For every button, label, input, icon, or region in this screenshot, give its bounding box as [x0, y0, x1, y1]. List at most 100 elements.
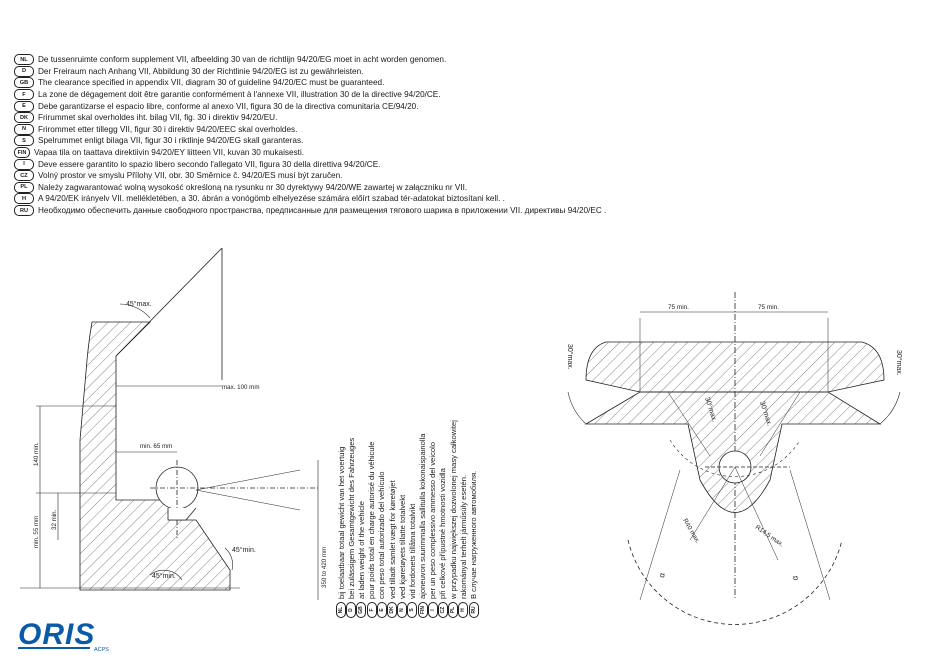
front-view-diagram — [567, 292, 901, 625]
language-code-badge: FIN — [14, 147, 30, 159]
language-code-badge: E — [14, 100, 34, 112]
language-code-badge: NL — [14, 54, 34, 66]
label-alpha-left: α — [657, 572, 667, 578]
language-code-badge: N — [397, 602, 408, 618]
statement-row: GB The clearance specified in appendix VI… — [14, 77, 944, 89]
language-code-badge: F — [366, 602, 377, 618]
language-code-badge: S — [407, 602, 418, 618]
label-angle-right: 45°min. — [232, 546, 256, 554]
language-code-badge: N — [14, 123, 34, 135]
label-angle-top: 45°max. — [126, 300, 152, 308]
language-code-badge: D — [346, 602, 357, 618]
language-code-badge: CZ — [14, 170, 34, 182]
statement-text: Volný prostor ve smyslu Přílohy VII, obr… — [38, 171, 343, 181]
language-code-badge: RU — [14, 205, 34, 217]
language-code-badge: NL — [336, 602, 347, 618]
load-note-row: NL bij toelaatbaar totaal gewicht van het… — [336, 420, 347, 618]
label-min-140: 140 min. — [33, 442, 40, 466]
language-code-badge: PL — [14, 181, 34, 193]
load-note-text: ved tilladt samlet vægt for køretøjet — [387, 480, 397, 599]
statement-row: N Frirommet etter tillegg VII, figur 30 i… — [14, 123, 944, 136]
language-code-badge: E — [376, 602, 387, 618]
language-code-badge: H — [14, 193, 34, 205]
language-code-badge: DK — [14, 112, 34, 124]
statement-text: Deve essere garantito lo spazio libero s… — [38, 159, 381, 169]
language-code-badge: DK — [387, 602, 398, 618]
load-note-text: vid fordonets tillåtna totalvikt — [407, 503, 417, 599]
language-code-badge: RU — [468, 602, 479, 618]
load-note-row: DK ved tilladt samlet vægt for køretøjet — [387, 420, 398, 618]
oris-logo: ORIS ACPS — [16, 618, 126, 659]
load-note-text: při celkové přípustné hmotnosti vozidla — [438, 468, 448, 599]
load-note-text: В случае нагруженного автомобиля. — [469, 470, 479, 599]
label-radius-145: R14,5 max. — [754, 524, 785, 549]
statement-row: CZ Volný prostor ve smyslu Přílohy VII, o… — [14, 170, 944, 182]
label-min-32: 32 min. — [51, 509, 58, 530]
label-left-75: 75 min. — [668, 304, 689, 311]
statement-text: Необходимо обеспечить данные свободного … — [38, 206, 607, 216]
statement-text: A 94/20/EK irányelv VII. mellékletében, … — [38, 194, 505, 204]
load-note-row: CZ při celkové přípustné hmotnosti vozidl… — [437, 420, 448, 618]
load-note-row: FIN ajoneuvon suurimmalla sallitulla koko… — [417, 420, 428, 618]
logo-brand: ORIS — [18, 618, 95, 651]
statement-text: Der Freiraum nach Anhang VII, Abbildung … — [38, 66, 364, 76]
load-note-row: RU В случае нагруженного автомобиля. — [468, 420, 479, 618]
oris-logo-icon: ORIS ACPS — [18, 618, 109, 653]
statement-text: La zone de dégagement doit être garantie… — [38, 90, 441, 100]
statement-text: Frirummet skal overholdes iht. bilag VII… — [38, 113, 278, 123]
language-code-badge: CZ — [437, 602, 448, 618]
statement-row: E Debe garantizarse el espacio libre, con… — [14, 100, 944, 112]
statement-row: RU Необходимо обеспечить данные свободног… — [14, 205, 944, 217]
statement-text: De tussenruimte conform supplement VII, … — [38, 55, 447, 65]
label-angle-bottom: 45°min. — [152, 572, 176, 580]
language-code-badge: PL — [448, 602, 459, 618]
language-code-badge: F — [14, 89, 34, 101]
statement-row: H A 94/20/EK irányelv VII. mellékletében,… — [14, 193, 944, 205]
statement-row: S Spelrummet enligt bilaga VII, figur 30 … — [14, 135, 944, 147]
statement-row: D Der Freiraum nach Anhang VII, Abbildung… — [14, 65, 944, 78]
language-code-badge: S — [14, 135, 34, 147]
load-note-text: per un peso complessivo ammesso del veic… — [428, 441, 438, 599]
language-code-badge: I — [427, 602, 438, 618]
language-code-badge: FIN — [417, 602, 428, 618]
language-code-badge: D — [14, 65, 34, 77]
language-code-badge: GB — [14, 77, 34, 89]
label-max-100: max. 100 mm — [222, 384, 259, 391]
statement-text: Debe garantizarse el espacio libre, conf… — [38, 101, 419, 111]
statement-row: NL De tussenruimte conform supplement VII… — [14, 54, 944, 66]
load-note-text: bij toelaatbaar totaal gewicht van het v… — [336, 446, 346, 599]
side-view-diagram — [20, 247, 320, 600]
label-right-75: 75 min. — [758, 304, 779, 311]
language-code-badge: H — [458, 602, 469, 618]
load-note-row: PL w przypadku największej dozwolonej mas… — [448, 420, 459, 618]
load-note-text: at laden weight of the vehicle — [356, 501, 366, 599]
statement-text: Frirommet etter tillegg VII, figur 30 i … — [38, 124, 298, 134]
statement-text: Spelrummet enligt bilaga VII, figur 30 i… — [38, 136, 304, 146]
language-code-badge: GB — [356, 602, 367, 618]
label-min-55: min. 55 mm — [33, 516, 40, 548]
label-alpha-right: α — [790, 575, 800, 581]
load-note-text: ajoneuvon suurimmalla sallitulla kokonai… — [418, 433, 428, 599]
statement-row: DK Frirummet skal overholdes iht. bilag V… — [14, 112, 944, 124]
load-note-row: GB at laden weight of the vehicle — [356, 420, 367, 618]
load-note-text: rakományal terhelt járműsúly esetén. — [458, 474, 468, 599]
side-view-labels: 45°max. max. 100 mm min. 65 mm 140 min. … — [33, 300, 328, 588]
label-min-65: min. 65 mm — [140, 443, 172, 450]
load-note-text: w przypadku największej dozwolonej masy … — [448, 420, 458, 599]
load-note-text: bei zulässigem Gesamtgewicht des Fahrzeu… — [346, 437, 356, 599]
label-height-range: 350 to 420 mm — [321, 547, 328, 588]
statement-text: The clearance specified in appendix VII,… — [38, 78, 385, 88]
logo-sub: ACPS — [94, 647, 109, 653]
statements-list: NL De tussenruimte conform supplement VII… — [14, 54, 944, 217]
load-note-text: pour poids total en charge autorisé du v… — [367, 441, 377, 599]
